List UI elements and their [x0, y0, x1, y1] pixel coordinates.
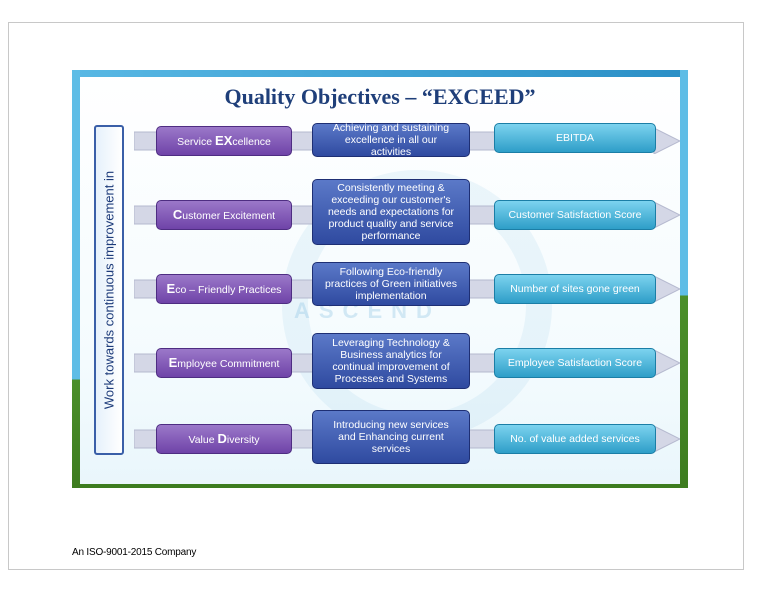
- page-frame: [8, 22, 744, 570]
- footer-text: An ISO-9001-2015 Company: [72, 547, 197, 558]
- objective-metric: Employee Satisfaction Score: [494, 348, 656, 378]
- objective-metric: EBITDA: [494, 123, 656, 153]
- left-band: [72, 70, 80, 488]
- side-label: Work towards continuous improvement in: [101, 170, 117, 410]
- slide-title: Quality Objectives – “EXCEED”: [224, 84, 536, 109]
- objective-metric: Number of sites gone green: [494, 274, 656, 304]
- objective-label: Value Diversity: [156, 424, 292, 454]
- objective-description: Achieving and sustaining excellence in a…: [312, 122, 470, 158]
- objective-description: Leveraging Technology & Business analyti…: [312, 333, 470, 389]
- objective-description: Following Eco-friendly practices of Gree…: [312, 262, 470, 306]
- objective-description: Consistently meeting & exceeding our cus…: [312, 179, 470, 245]
- objective-label: Employee Commitment: [156, 348, 292, 378]
- right-band: [680, 70, 688, 488]
- objective-description: Introducing new services and Enhancing c…: [312, 410, 470, 464]
- side-label-box: Work towards continuous improvement in: [94, 125, 124, 455]
- objective-metric: No. of value added services: [494, 424, 656, 454]
- objective-label: Customer Excitement: [156, 200, 292, 230]
- objective-label: Eco – Friendly Practices: [156, 274, 292, 304]
- objective-metric: Customer Satisfaction Score: [494, 200, 656, 230]
- top-bar: [72, 70, 688, 77]
- bottom-band: [72, 484, 688, 488]
- objective-label: Service EXcellence: [156, 126, 292, 156]
- slide: ASCEND Quality Objectives – “EXCEED” Wor…: [72, 70, 688, 488]
